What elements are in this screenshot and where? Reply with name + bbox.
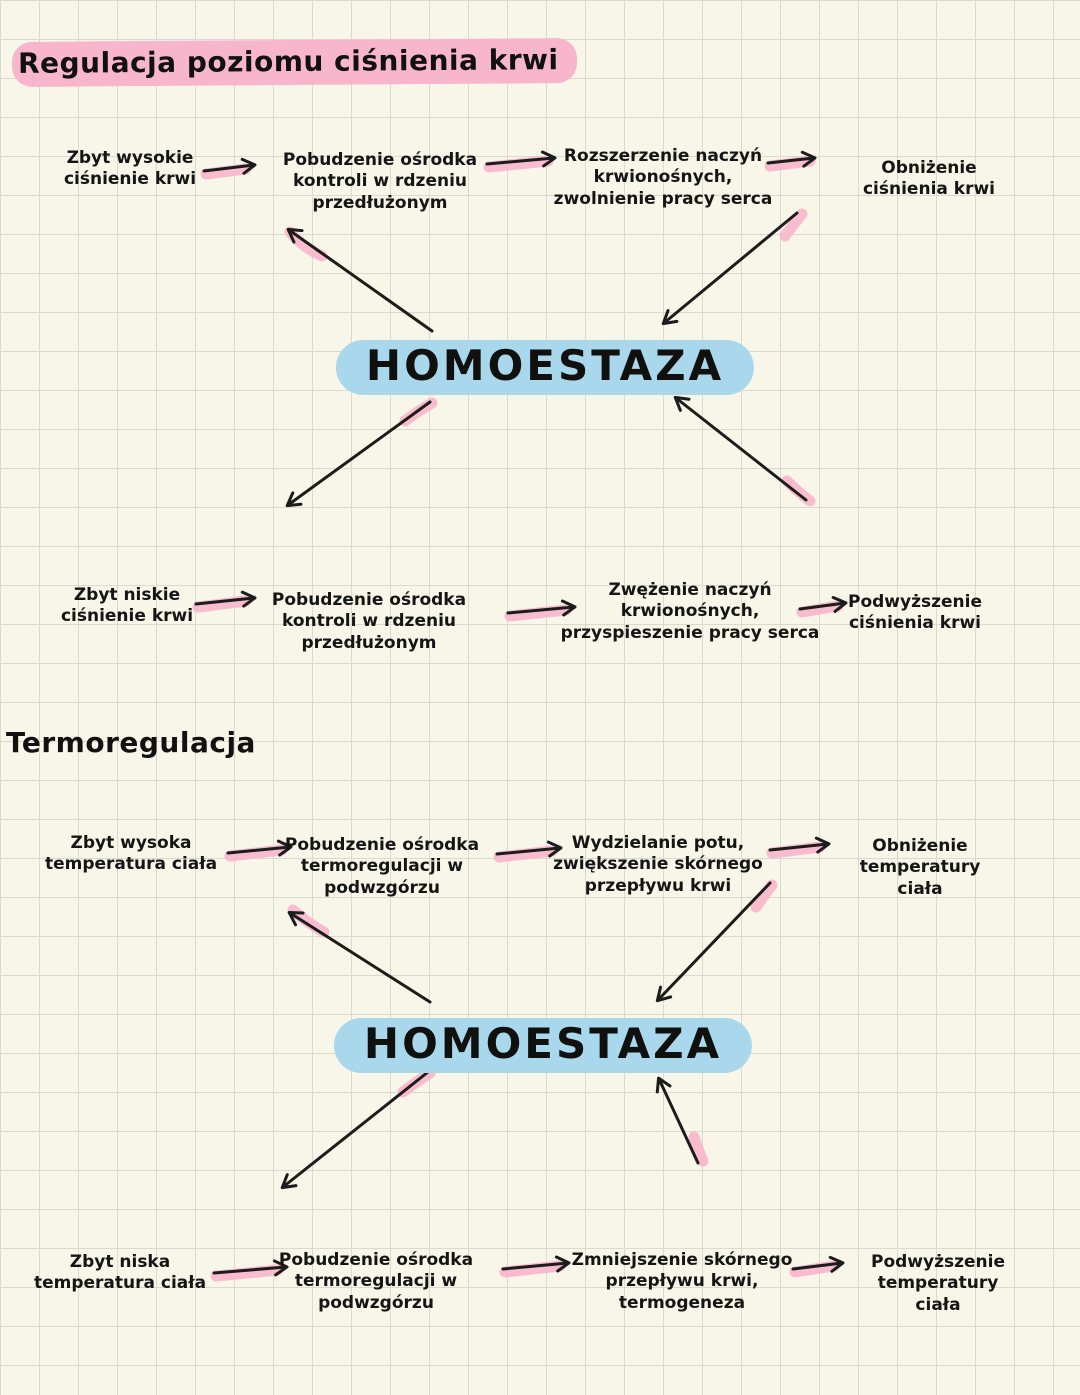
arrow-flow4-3 (791, 1255, 845, 1273)
arrow-homeo2-to-center4 (280, 1070, 430, 1190)
node-high-temp-response: Wydzielanie potu, zwiększenie skórnego p… (553, 833, 763, 896)
node-low-bp-result: Podwyższenie ciśnienia krwi (848, 592, 982, 634)
arrow-flow1-2 (485, 150, 557, 168)
node-low-temp-response: Zmniejszenie skórnego przepływu krwi, te… (571, 1250, 793, 1313)
node-high-temp-stimulus: Zbyt wysoka temperatura ciała (44, 833, 218, 875)
node-high-temp-result: Obniżenie temperatury ciała (859, 836, 981, 899)
homeostasis-label-1: HOMOESTAZA (335, 340, 755, 395)
arrow-homeo2-to-center3 (287, 910, 432, 1004)
node-high-bp-response: Rozszerzenie naczyń krwionośnych, zwolni… (553, 146, 773, 209)
arrow-strokes (194, 150, 848, 1277)
node-low-temp-result: Podwyższenie temperatury ciała (871, 1252, 1005, 1315)
arrow-flow3-2 (495, 840, 563, 858)
arrow-flow3-1 (226, 839, 293, 857)
node-high-bp-stimulus: Zbyt wysokie ciśnienie krwi (63, 148, 197, 190)
node-low-bp-stimulus: Zbyt niskie ciśnienie krwi (60, 585, 194, 627)
arrow-flow1-1 (202, 157, 257, 175)
homeostasis-label-2: HOMOESTAZA (333, 1018, 753, 1073)
node-low-temp-stimulus: Zbyt niska temperatura ciała (33, 1252, 207, 1294)
node-high-bp-result: Obniżenie ciśnienia krwi (862, 158, 996, 200)
arrow-flow4-1 (212, 1259, 289, 1277)
arrow-result3-to-homeo2 (655, 881, 772, 1003)
section-title-thermoregulation: Termoregulacja (6, 726, 256, 759)
node-low-temp-center: Pobudzenie ośrodka termoregulacji w podw… (278, 1250, 474, 1313)
node-low-bp-center: Pobudzenie ośrodka kontroli w rdzeniu pr… (271, 590, 467, 653)
arrow-result2-to-homeo1 (673, 395, 808, 502)
arrow-flow1-3 (766, 150, 817, 168)
arrow-result1-to-homeo1 (661, 211, 799, 326)
arrow-flow2-1 (194, 590, 257, 608)
arrow-homeo1-to-center1 (286, 227, 434, 333)
arrow-flow3-3 (768, 836, 831, 854)
node-low-bp-response: Zwężenie naczyń krwionośnych, przyspiesz… (560, 580, 820, 643)
node-high-temp-center: Pobudzenie ośrodka termoregulacji w podw… (284, 835, 480, 898)
arrow-result4-to-homeo2 (655, 1076, 700, 1165)
arrow-homeo1-to-center2 (285, 400, 432, 508)
pink-highlight-strokes (192, 155, 844, 1282)
section-title-blood-pressure: Regulacja poziomu ciśnienia krwi (11, 38, 577, 87)
node-high-bp-center: Pobudzenie ośrodka kontroli w rdzeniu pr… (282, 150, 478, 213)
arrow-flow4-2 (501, 1255, 571, 1273)
